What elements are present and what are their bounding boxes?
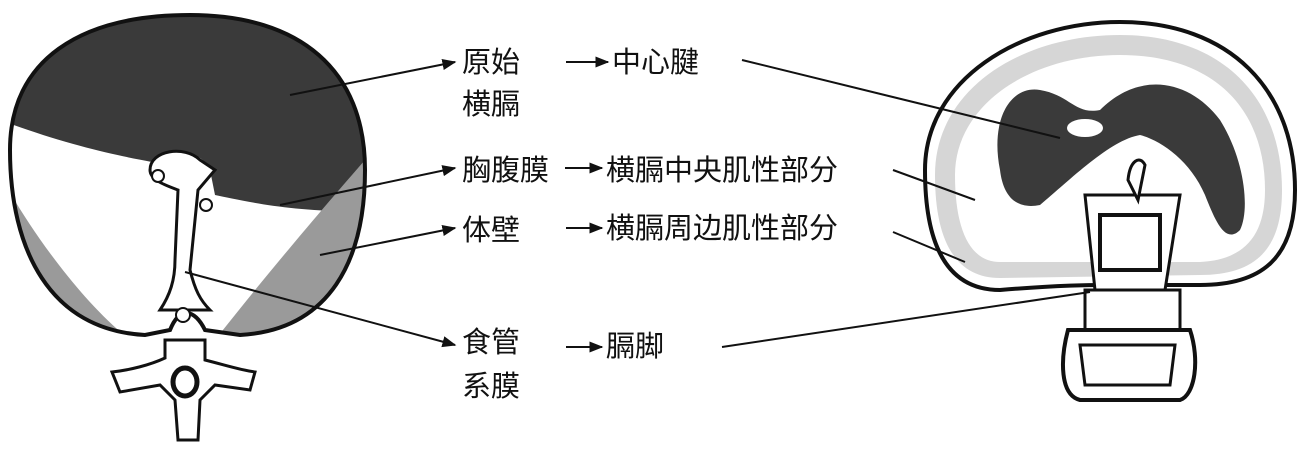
crus-shape — [1098, 213, 1162, 272]
label-peripheral-muscular-part: 横膈周边肌性部分 — [606, 211, 838, 245]
septum-transversum-region — [10, 15, 365, 211]
label-body-wall: 体壁 — [462, 213, 520, 247]
label-central-tendon: 中心腱 — [612, 45, 699, 79]
derivation-arrows — [565, 56, 610, 353]
leader-lines — [721, 59, 1091, 348]
esophageal-mesentery-shape — [148, 149, 218, 312]
label-pleuroperitoneal-membrane: 胸腹膜 — [462, 153, 549, 187]
label-crura: 膈脚 — [606, 329, 664, 363]
label-septum-transversum-1: 原始 — [462, 45, 520, 79]
label-central-muscular-part: 横膈中央肌性部分 — [606, 153, 838, 187]
label-esophageal-mesentery-1: 食管 — [462, 325, 520, 359]
label-esophageal-mesentery-2: 系膜 — [462, 369, 520, 403]
adult-diaphragm-figure — [922, 19, 1298, 402]
origin-arrows — [184, 58, 457, 348]
central-tendon-region — [997, 84, 1245, 235]
label-septum-transversum-2: 横膈 — [462, 87, 520, 121]
embryonic-diaphragm-figure — [7, 12, 368, 442]
